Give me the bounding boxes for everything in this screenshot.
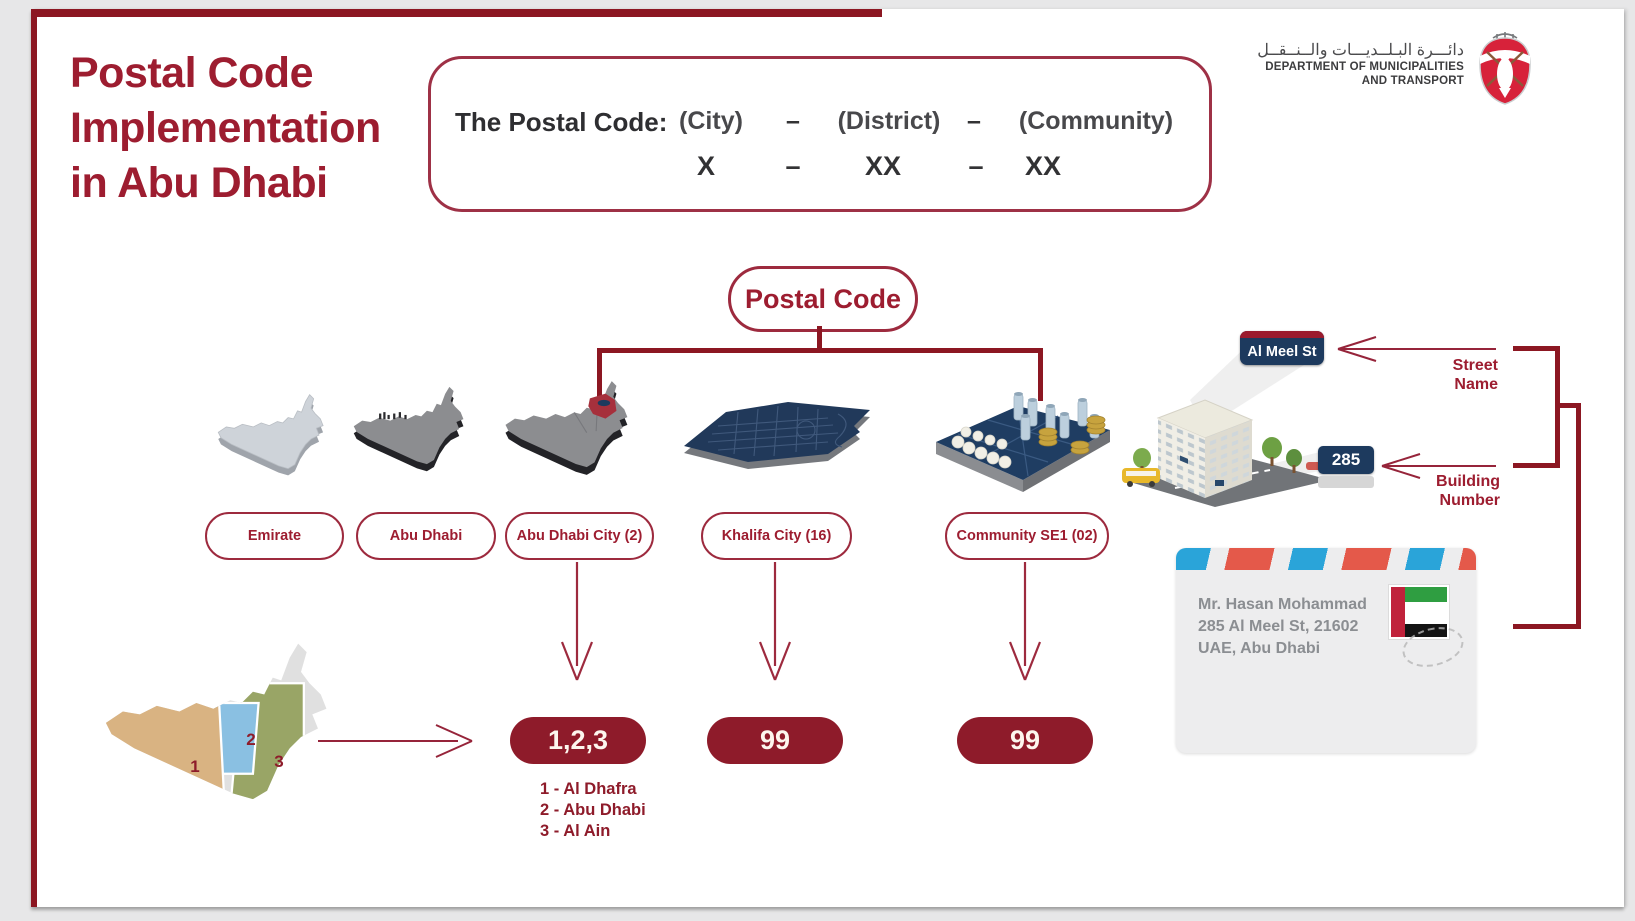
building-scene-illustration (1122, 338, 1330, 507)
envelope-address: Mr. Hasan Mohammad 285 Al Meel St, 21602… (1198, 594, 1367, 660)
formula-dash-1: – (786, 107, 800, 135)
building-number-label-line2: Number (1439, 492, 1500, 509)
tree-connector-root (817, 326, 822, 350)
formula-part-community: (Community) (1018, 107, 1174, 135)
bracket-top-arm (1513, 346, 1560, 351)
street-sign-band (1240, 331, 1324, 338)
region-number-3: 3 (274, 752, 284, 771)
building-number-plate-base (1318, 476, 1374, 488)
legend-item-1: 1 - Al Dhafra (540, 780, 637, 798)
down-arrow-community (1008, 562, 1042, 681)
street-name-label: Street Name (1398, 356, 1498, 394)
logo-arabic-name: دائـــرة البـلــديـــات والــنــقــل (1257, 42, 1464, 59)
bracket-vertical-1 (1555, 346, 1560, 468)
airmail-stripes (1176, 548, 1476, 570)
map-to-codes-arrow (318, 724, 473, 758)
uae-flag-icon (1391, 587, 1447, 637)
street-name-arrow (1337, 336, 1496, 362)
region-number-1: 1 (190, 757, 200, 776)
formula-digits-city: X (696, 151, 716, 181)
tree-root-postal-code: Postal Code (728, 266, 918, 332)
legend-item-2: 2 - Abu Dhabi (540, 801, 646, 819)
bracket-mid-arm (1558, 403, 1581, 408)
uae-regions-map (105, 643, 327, 800)
legend-item-3: 3 - Al Ain (540, 822, 611, 840)
bracket-envelope-arm (1513, 624, 1581, 629)
page-title-line1: Postal Code (70, 49, 314, 97)
code-pill-community: 99 (957, 717, 1093, 764)
formula-dash-3: – (785, 151, 801, 181)
formula-label: The Postal Code: (455, 107, 668, 137)
khalifa-city-map-illustration (684, 402, 870, 469)
building-number-text: 285 (1318, 446, 1374, 474)
envelope: Mr. Hasan Mohammad 285 Al Meel St, 21602… (1176, 548, 1476, 753)
community-se1-illustration (936, 392, 1110, 492)
level-pill-abu-dhabi-city: Abu Dhabi City (2) (505, 512, 654, 560)
abu-dhabi-city-map-illustration (505, 381, 628, 475)
street-name-label-line2: Name (1454, 376, 1498, 393)
street-sign-text: Al Meel St (1247, 344, 1317, 360)
department-logo-text: دائـــرة البـلــديـــات والــنــقــل DEP… (1252, 40, 1464, 88)
page-title-line2: Implementation (70, 104, 381, 152)
code-pill-district: 99 (707, 717, 843, 764)
abu-dhabi-map-illustration (353, 386, 464, 472)
code-pill-city: 1,2,3 (510, 717, 646, 764)
building-number-label: Building Number (1390, 472, 1500, 510)
tree-connector-right (1038, 348, 1043, 401)
page-title-line3: in Abu Dhabi (70, 159, 328, 207)
building-number-plate: 285 (1318, 446, 1374, 488)
down-arrow-district (758, 562, 792, 681)
formula-part-district: (District) (837, 107, 941, 135)
level-pill-community-se1: Community SE1 (02) (945, 512, 1109, 560)
formula-dash-4: – (968, 151, 984, 181)
city-code-legend: 1 - Al Dhafra 2 - Abu Dhabi 3 - Al Ain (540, 779, 646, 842)
uae-flag-stamp (1388, 584, 1450, 640)
tree-connector-left (597, 348, 602, 403)
page-title: Postal Code Implementation in Abu Dhabi (70, 46, 490, 211)
region-number-2: 2 (246, 730, 256, 749)
level-pill-khalifa-city: Khalifa City (16) (701, 512, 852, 560)
building-number-arrow (1381, 453, 1496, 479)
postal-code-formula-box: The Postal Code: (City) – (District) – (… (428, 56, 1212, 212)
bracket-bottom-arm (1513, 463, 1560, 468)
formula-digits-community: XX (1024, 151, 1062, 181)
formula-part-city: (City) (679, 107, 743, 135)
address-line-3: UAE, Abu Dhabi (1198, 640, 1321, 657)
tree-connector-horizontal (597, 348, 1043, 353)
bracket-vertical-2 (1576, 403, 1581, 629)
top-accent-bar (31, 9, 882, 17)
emirate-map-illustration (217, 394, 324, 476)
formula-digits-district: XX (864, 151, 902, 181)
formula-dash-2: – (967, 107, 981, 135)
down-arrow-city (560, 562, 594, 681)
street-sign: Al Meel St (1240, 331, 1324, 365)
building-number-label-line1: Building (1436, 473, 1500, 490)
street-name-label-line1: Street (1452, 357, 1498, 374)
address-line-2: 285 Al Meel St, 21602 (1198, 618, 1359, 635)
logo-english-line1: DEPARTMENT OF MUNICIPALITIES (1265, 61, 1464, 73)
abu-dhabi-crest-icon (1479, 32, 1531, 105)
address-line-1: Mr. Hasan Mohammad (1198, 596, 1367, 613)
level-pill-abu-dhabi: Abu Dhabi (356, 512, 496, 560)
logo-english-line2: AND TRANSPORT (1361, 75, 1464, 87)
level-pill-emirate: Emirate (205, 512, 344, 560)
